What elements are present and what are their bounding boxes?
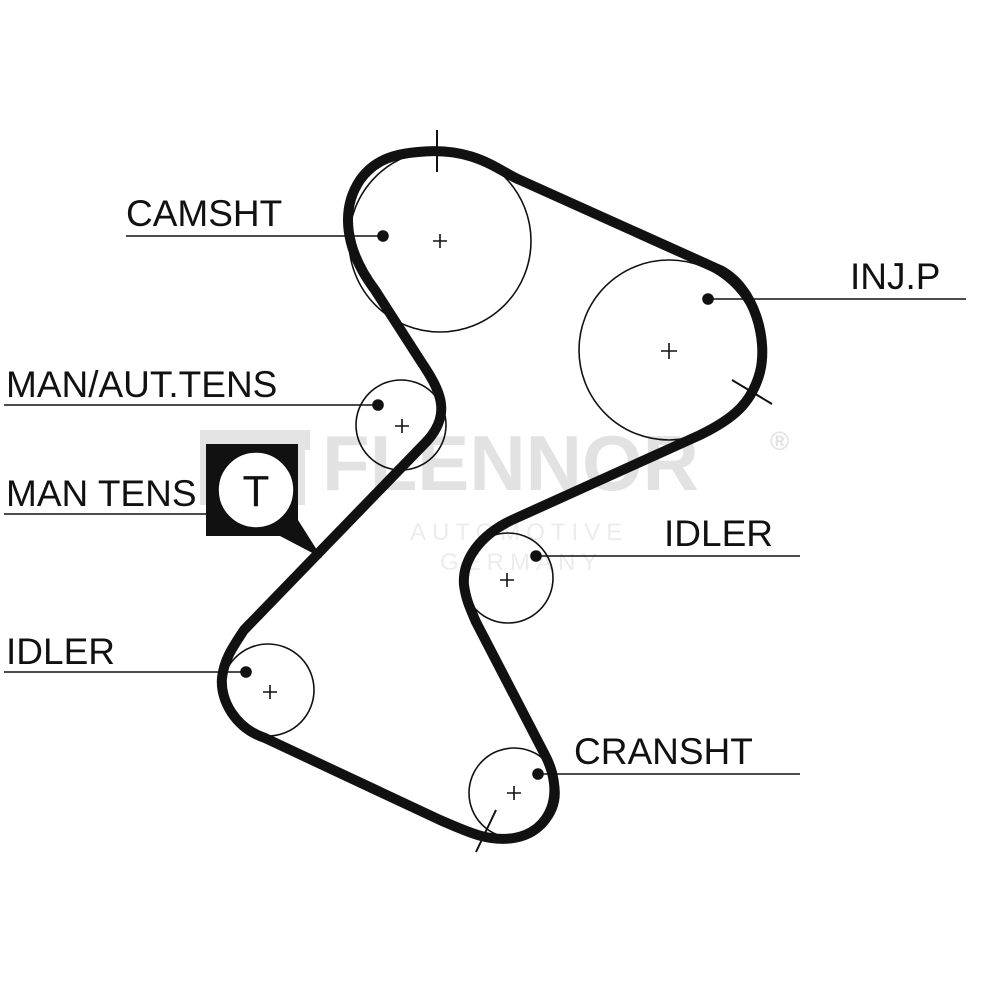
idler-left-dot	[240, 666, 252, 678]
center-marks	[263, 234, 677, 800]
man-aut-tensioner-dot	[372, 399, 384, 411]
watermark-line1: AUTOMOTIVE	[410, 519, 628, 546]
idler-left-label: IDLER	[6, 631, 115, 672]
injection-pump-label: INJ.P	[850, 256, 940, 297]
leaders	[4, 230, 966, 780]
crankshaft-timing-mark	[475, 809, 497, 853]
crankshaft-center-mark	[507, 786, 521, 800]
watermark-registered: ®	[770, 426, 789, 456]
camshaft-label: CAMSHT	[126, 193, 282, 234]
idler-right-dot	[530, 550, 542, 562]
crankshaft-label: CRANSHT	[574, 731, 753, 772]
man-tensioner-tool: T	[206, 444, 322, 558]
crankshaft-dot	[532, 768, 544, 780]
timing-belt	[216, 146, 768, 844]
idler-left-center-mark	[263, 685, 277, 699]
injection-pump-dot	[702, 293, 714, 305]
man-tensioner-tool-glyph: T	[243, 467, 270, 516]
man-aut-tensioner-label: MAN/AUT.TENS	[6, 364, 277, 405]
timing-marks	[436, 130, 773, 853]
idler-right-label: IDLER	[664, 513, 773, 554]
injection-pump-timing-mark	[731, 379, 773, 405]
injection-pump-center-mark	[661, 343, 677, 359]
man-tensioner-label: MAN TENS	[6, 473, 197, 514]
idler-right-center-mark	[500, 573, 514, 587]
camshaft-center-mark	[433, 234, 447, 248]
camshaft-dot	[377, 230, 389, 242]
man-aut-tensioner-center-mark	[395, 419, 409, 433]
